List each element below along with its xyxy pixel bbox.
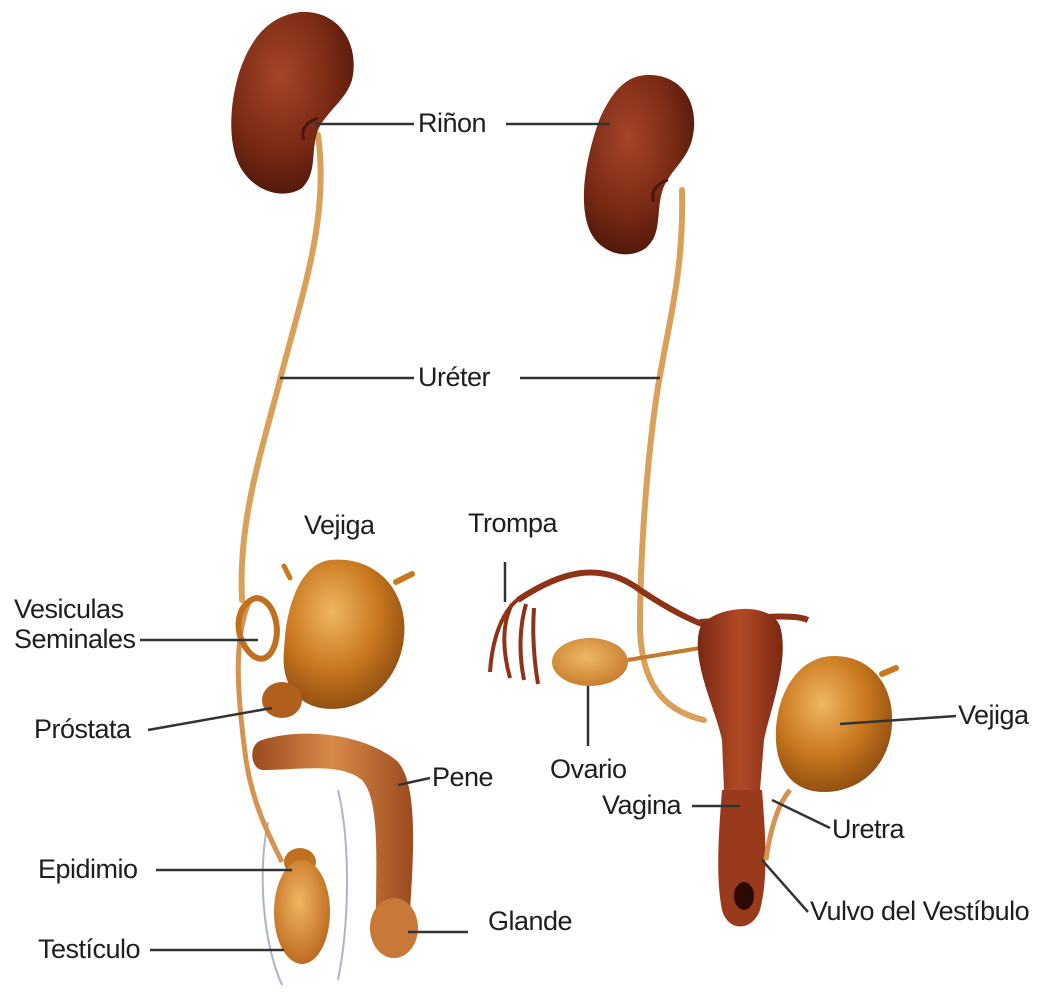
female-ureter [640,190,704,720]
female-system [490,75,896,927]
label-vagina: Vagina [602,790,681,820]
female-bladder-tip [882,668,896,674]
prostate [262,682,302,718]
label-testiculo: Testículo [38,934,140,964]
female-kidney [584,75,694,254]
fimbriae [490,598,538,684]
label-pene: Pene [432,762,493,792]
label-rinon: Riñon [418,108,486,138]
ovary [552,638,628,686]
label-epidimio: Epidimio [38,854,138,884]
penis [252,734,413,912]
leader-uretra [772,800,830,828]
urethra [766,790,790,860]
male-bladder-tip [396,574,412,582]
label-ureter: Uréter [418,362,490,392]
label-vesiculas-seminales: Vesiculas Seminales [14,594,144,654]
seminal-vesicles [239,598,277,659]
fallopian-tube [518,572,712,628]
leader-vulvo [762,860,808,912]
male-system [231,12,418,985]
male-bladder-ureter-entry [284,566,290,578]
vestibule-opening [734,882,754,910]
glans [370,898,418,958]
label-trompa: Trompa [468,508,557,538]
testis [274,860,330,964]
leader-prostata [148,708,272,730]
label-vulvo-vestibulo: Vulvo del Vestíbulo [810,896,1029,926]
female-bladder [776,656,892,792]
label-glande: Glande [488,906,572,936]
label-ovario: Ovario [550,754,627,784]
label-uretra: Uretra [832,814,904,844]
male-kidney [231,12,354,194]
label-vejiga-female: Vejiga [958,700,1029,730]
label-prostata: Próstata [34,714,131,744]
male-bladder [284,560,405,709]
label-vejiga-male: Vejiga [304,510,375,540]
uterus [698,609,783,790]
